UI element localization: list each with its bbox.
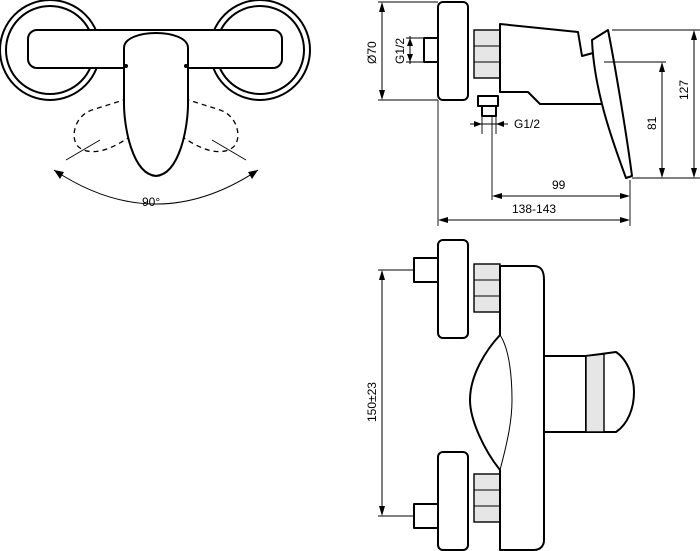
- lower-stub-bottom: [413, 503, 439, 529]
- d99-label: 99: [552, 178, 566, 192]
- dia-arrow-top: [379, 2, 385, 12]
- d99-arrow-left: [492, 193, 502, 199]
- lower-body-inner-curve: [499, 334, 513, 471]
- h81-label: 81: [645, 116, 659, 130]
- dtot-arrow-left: [438, 217, 448, 223]
- lower-stub-top: [413, 257, 439, 283]
- lever-ghost-left: [73, 95, 149, 153]
- side-outlet-nut: [477, 95, 499, 107]
- ctr-arrow-top: [379, 270, 385, 280]
- side-rosette: [437, 1, 469, 101]
- thread-out-label: G1/2: [514, 117, 540, 131]
- side-lever: [591, 29, 633, 179]
- lower-lever-neck: [543, 355, 587, 433]
- thread-top-arrow-1: [407, 38, 413, 46]
- angle-arc: [53, 169, 259, 205]
- angle-arrow-right: [248, 170, 258, 179]
- side-hex-nut: [473, 29, 501, 79]
- h127-label: 127: [677, 80, 691, 100]
- thread-out-arrow-1: [474, 121, 482, 127]
- thread-out-arrow-2: [496, 121, 504, 127]
- h81-arrow-top: [659, 62, 665, 72]
- angle-arrow-left: [54, 170, 64, 179]
- h81-arrow-bottom: [659, 168, 665, 178]
- lower-nut-bottom: [473, 473, 501, 523]
- d99-arrow-right: [620, 193, 630, 199]
- dia-arrow-bottom: [379, 90, 385, 100]
- h127-arrow-bottom: [691, 168, 697, 178]
- side-body: [499, 23, 605, 105]
- lower-rosette-bottom: [437, 451, 469, 551]
- screw-left: [124, 64, 128, 68]
- top-view: 90°: [0, 0, 311, 209]
- lever-ghost-right: [163, 95, 239, 153]
- ctr-label: 150±23: [365, 382, 379, 422]
- screw-right: [184, 64, 188, 68]
- lower-rosette-top: [437, 239, 469, 339]
- dtot-label: 138-143: [512, 202, 556, 216]
- thread-top-arrow-2: [407, 54, 413, 62]
- lower-body: [469, 265, 545, 551]
- lower-lever-shade: [585, 353, 605, 433]
- dia-label: Ø70: [365, 41, 379, 64]
- side-inlet-stub: [423, 37, 439, 63]
- lever-top: [123, 32, 189, 177]
- lower-view: 150±23: [365, 239, 635, 551]
- lower-nut-top: [473, 263, 501, 313]
- side-view: Ø70 G1/2 G1/2 81 127 99: [365, 1, 700, 226]
- side-outlet-stub: [481, 105, 497, 117]
- dtot-arrow-right: [620, 217, 630, 223]
- angle-ext-left: [65, 139, 101, 161]
- angle-ext-right: [211, 139, 247, 161]
- ctr-arrow-bottom: [379, 506, 385, 516]
- angle-label: 90°: [142, 195, 160, 209]
- thread-top-label: G1/2: [393, 38, 407, 64]
- h127-arrow-top: [691, 30, 697, 40]
